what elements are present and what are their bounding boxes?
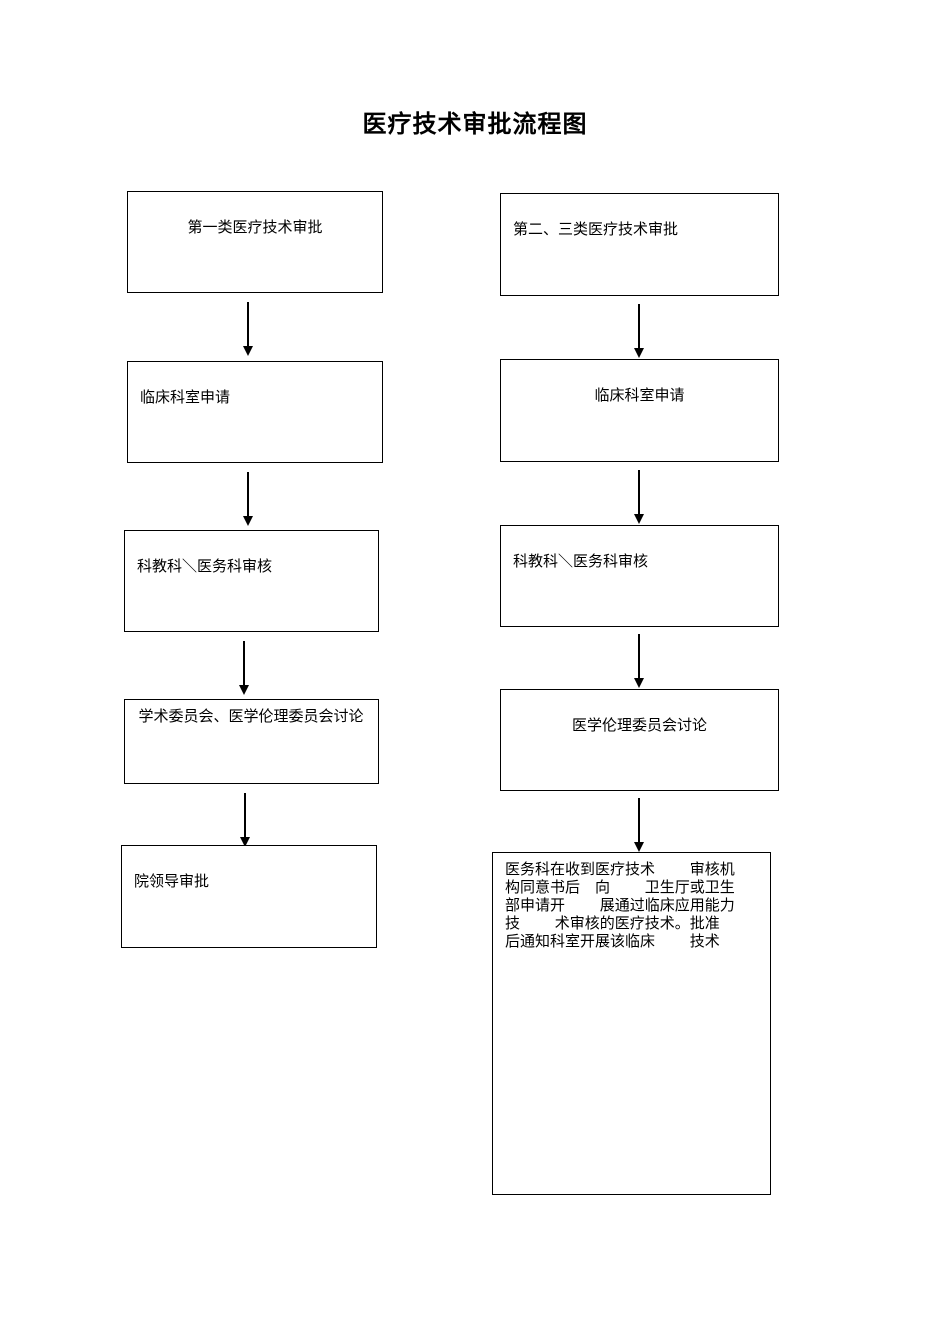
right-step-4-box: 医学伦理委员会讨论 <box>500 689 779 791</box>
left-step-4-box: 学术委员会、医学伦理委员会讨论 <box>124 699 379 784</box>
right-step-3-label: 科教科＼医务科审核 <box>513 552 649 570</box>
left-step-5-box: 院领导审批 <box>121 845 377 948</box>
left-arrow-2 <box>243 472 253 526</box>
right-step-1-label: 第二、三类医疗技术审批 <box>513 220 679 238</box>
right-step-2-box: 临床科室申请 <box>500 359 779 462</box>
left-step-1-label: 第一类医疗技术审批 <box>187 218 323 236</box>
right-final-line-2: 构同意书后 向 卫生厅或卫生 <box>505 878 735 896</box>
left-step-1-box: 第一类医疗技术审批 <box>127 191 383 293</box>
right-final-box: 医务科在收到医疗技术 审核机 构同意书后 向 卫生厅或卫生 部申请开 展通过临床… <box>492 852 771 1195</box>
right-final-line-3: 部申请开 展通过临床应用能力 <box>505 896 735 914</box>
right-arrow-4 <box>634 798 644 852</box>
right-final-line-1: 医务科在收到医疗技术 审核机 <box>505 860 735 878</box>
left-step-3-label: 科教科＼医务科审核 <box>137 557 273 575</box>
left-step-2-label: 临床科室申请 <box>140 388 231 406</box>
page-title: 医疗技术审批流程图 <box>362 109 588 138</box>
right-arrow-1 <box>634 304 644 358</box>
left-arrow-1 <box>243 302 253 356</box>
right-step-4-label: 医学伦理委员会讨论 <box>571 716 707 734</box>
right-step-2-label: 临床科室申请 <box>594 386 685 404</box>
left-arrow-3 <box>239 641 249 695</box>
left-step-3-box: 科教科＼医务科审核 <box>124 530 379 632</box>
right-final-line-4: 技 术审核的医疗技术。批准 <box>505 914 720 932</box>
right-step-3-box: 科教科＼医务科审核 <box>500 525 779 627</box>
left-step-5-label: 院领导审批 <box>134 872 210 890</box>
right-arrow-2 <box>634 470 644 524</box>
left-step-2-box: 临床科室申请 <box>127 361 383 463</box>
left-arrow-4 <box>240 793 250 847</box>
right-step-1-box: 第二、三类医疗技术审批 <box>500 193 779 296</box>
left-step-4-label: 学术委员会、医学伦理委员会讨论 <box>138 707 364 725</box>
right-final-line-5: 后通知科室开展该临床 技术 <box>505 932 720 950</box>
right-arrow-3 <box>634 634 644 688</box>
